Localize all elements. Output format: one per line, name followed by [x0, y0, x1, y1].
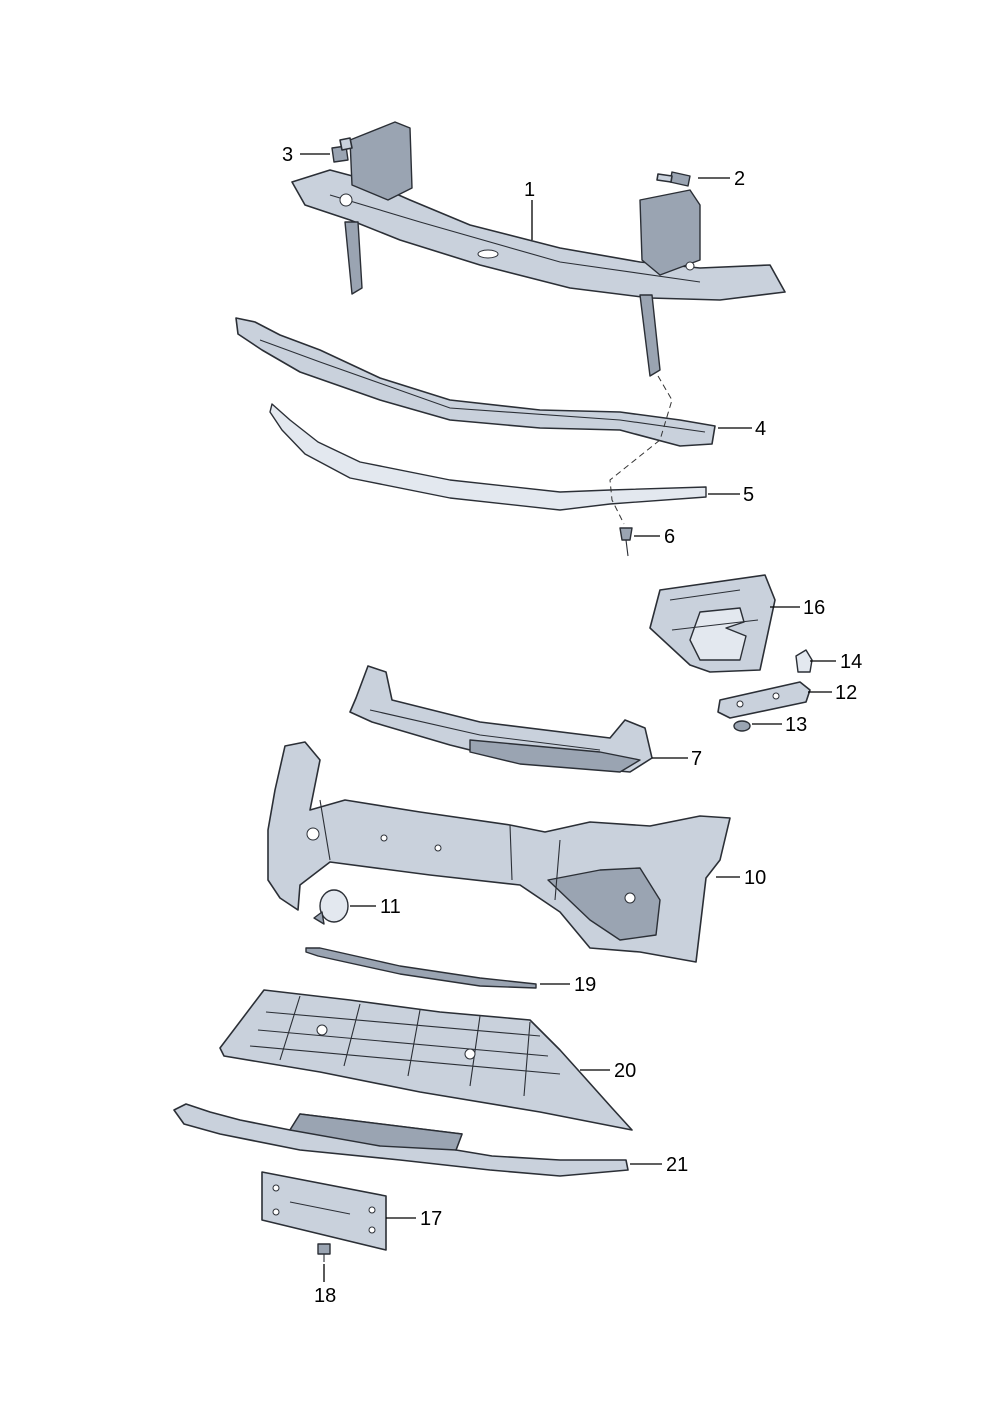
- callout-labels: 1 2 3 4 5 6 16 14 12 13 7 10 11 19 20 21…: [282, 144, 862, 1307]
- callout-13: 13: [785, 714, 807, 736]
- part-12-bracket: [717, 681, 811, 719]
- part-2-bolt: [656, 171, 691, 187]
- callout-1: 1: [524, 179, 535, 201]
- part-13-nut: [733, 720, 751, 732]
- callout-17: 17: [420, 1208, 442, 1230]
- callout-3: 3: [282, 144, 293, 166]
- callout-5: 5: [743, 484, 754, 506]
- callout-10: 10: [744, 867, 766, 889]
- part-17-plate-holder: [261, 1171, 387, 1251]
- part-16-grille-insert: [649, 574, 776, 673]
- callout-20: 20: [614, 1060, 636, 1082]
- callout-6: 6: [664, 526, 675, 548]
- callout-4: 4: [755, 418, 766, 440]
- callout-2: 2: [734, 168, 745, 190]
- part-19-strip: [305, 947, 537, 989]
- callout-16: 16: [803, 597, 825, 619]
- part-21-spoiler: [173, 1103, 629, 1177]
- part-6-clip: [619, 527, 633, 557]
- alignment-line: [609, 375, 673, 525]
- part-7-guide: [349, 665, 653, 773]
- callout-11: 11: [380, 896, 401, 918]
- callout-19: 19: [574, 974, 596, 996]
- leader-lines: [300, 153, 836, 1282]
- callout-21: 21: [666, 1154, 688, 1176]
- callout-7: 7: [691, 748, 702, 770]
- part-18-screw: [317, 1243, 331, 1262]
- part-5-strip: [269, 403, 707, 511]
- part-20-lower-grille: [219, 989, 633, 1131]
- part-1-cross-member: [291, 121, 786, 377]
- part-10-bumper-cover: [267, 741, 731, 963]
- callout-14: 14: [840, 651, 862, 673]
- callout-12: 12: [835, 682, 857, 704]
- part-14-clip: [795, 649, 813, 673]
- part-11-cap: [313, 889, 349, 925]
- part-3-bolt: [331, 137, 353, 163]
- part-4-absorber: [235, 317, 716, 447]
- callout-18: 18: [314, 1285, 336, 1307]
